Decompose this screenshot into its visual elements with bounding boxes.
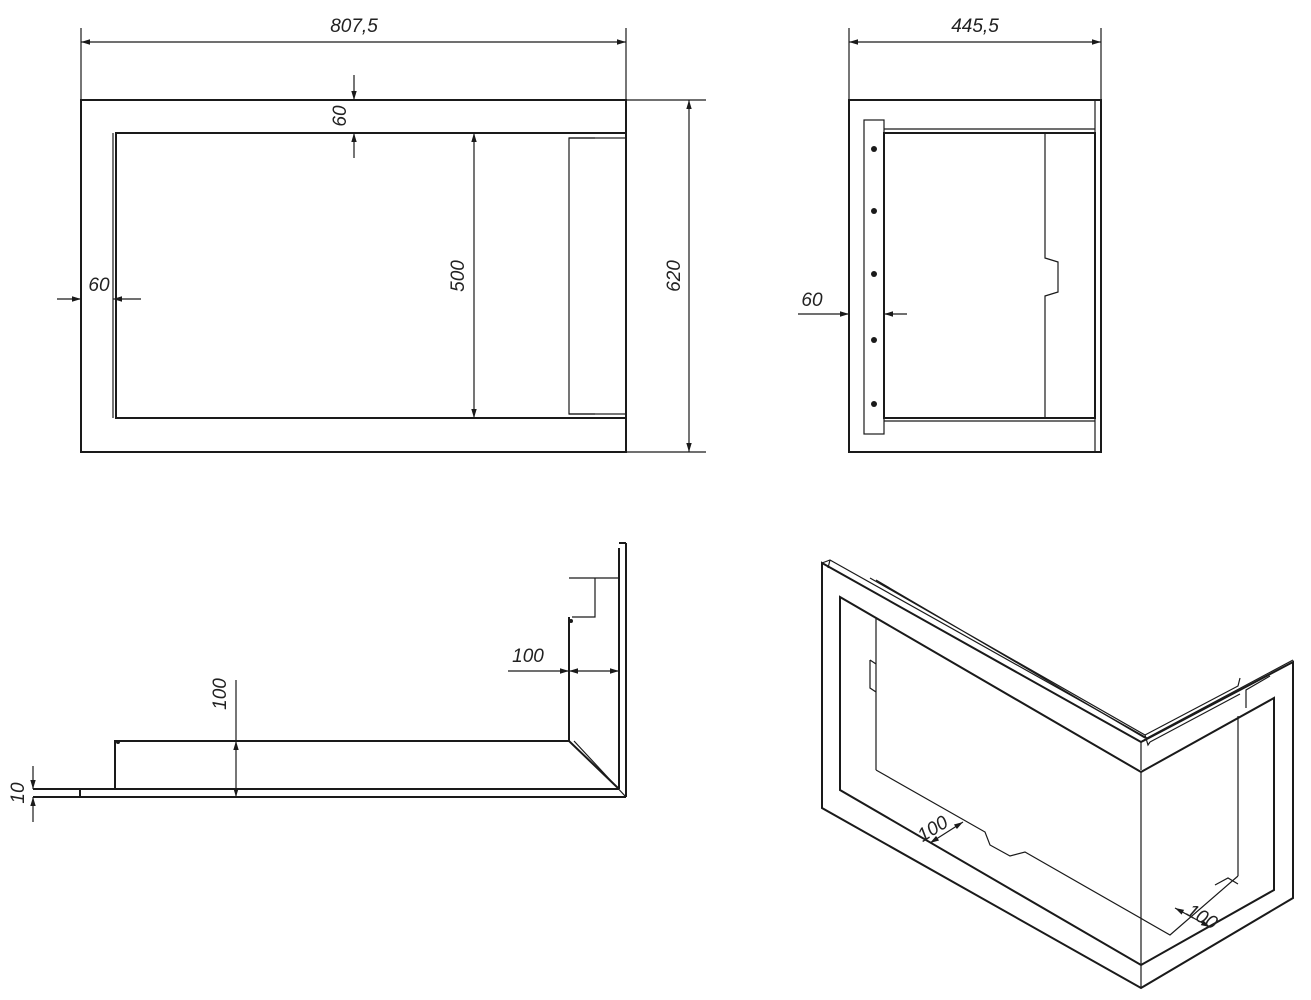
side-outer-frame	[848, 99, 1102, 453]
iso-top-ledge	[869, 577, 1151, 747]
side-border-label: 60	[801, 290, 823, 311]
iso-tray-floor	[875, 769, 1239, 936]
front-border-top-label: 60	[330, 105, 351, 127]
top-depth-right-label: 100	[512, 646, 544, 667]
iso-dim-line-side-depth	[1174, 907, 1211, 928]
side-view: 445,5 60	[798, 16, 1102, 453]
side-screw-hole	[871, 208, 877, 214]
side-panel-edge-with-notch	[1044, 133, 1059, 418]
iso-depth-side-label: 100	[1183, 900, 1221, 934]
iso-frame-inner	[839, 595, 1275, 967]
top-bracket	[569, 577, 619, 618]
front-side-panel	[568, 137, 627, 415]
iso-inner-right-wall	[1237, 675, 1271, 876]
top-corner-mark	[116, 740, 120, 744]
iso-dim-line-front-depth	[929, 821, 964, 844]
front-outer-height-label: 620	[664, 260, 685, 292]
iso-depth-front-label: 100	[914, 812, 952, 847]
side-inner-box	[883, 132, 1096, 419]
top-inner-tray	[114, 740, 620, 790]
side-width-label: 445,5	[951, 16, 999, 37]
side-screw-hole	[871, 146, 877, 152]
top-corner-mark	[569, 619, 573, 623]
side-screw-hole	[871, 271, 877, 277]
front-inner-height-label: 500	[448, 260, 469, 292]
top-inner-tray-return	[573, 740, 627, 798]
front-inner-opening	[115, 132, 627, 419]
front-border-left-label: 60	[88, 275, 110, 296]
front-width-label: 807,5	[330, 16, 378, 37]
iso-frame-back-lip	[827, 559, 1294, 739]
iso-top-ledge-right	[1144, 677, 1241, 743]
iso-frame-thickness	[821, 559, 1149, 988]
iso-tray-floor-notch	[1214, 877, 1239, 886]
iso-inner-left-wall	[869, 618, 877, 770]
iso-view: 100 100	[821, 559, 1294, 990]
top-depth-front-label: 100	[210, 678, 231, 710]
top-plate-thickness-label: 10	[8, 782, 29, 804]
side-screw-hole	[871, 401, 877, 407]
front-view: 807,5 60 500 620 60	[57, 16, 706, 453]
side-screw-hole	[871, 337, 877, 343]
top-view: 100 100 10	[8, 542, 627, 822]
